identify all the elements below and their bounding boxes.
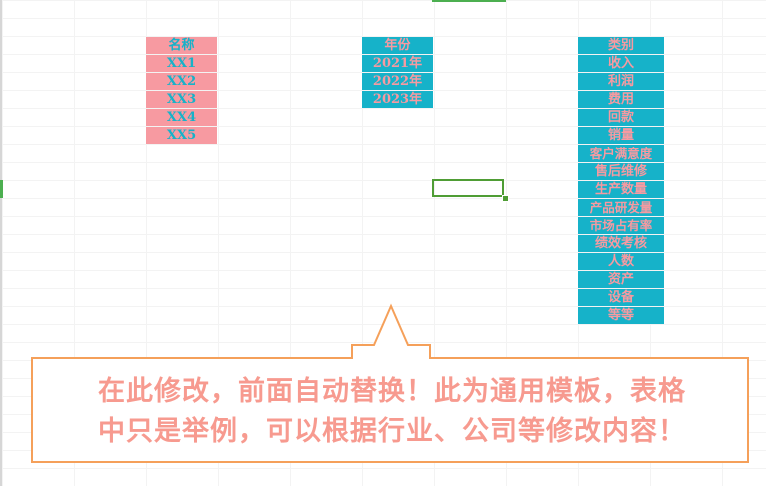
category-cell[interactable]: 生产数量	[578, 181, 664, 198]
name-cell[interactable]: XX5	[146, 127, 217, 144]
name-cell[interactable]: XX2	[146, 73, 217, 90]
year-cell[interactable]: 2022年	[362, 73, 433, 90]
fill-handle[interactable]	[502, 195, 509, 202]
category-cell[interactable]: 产品研发量	[578, 199, 664, 216]
category-cell[interactable]: 等等	[578, 307, 664, 324]
active-column-indicator	[432, 0, 506, 2]
names-column: 名称 XX1 XX2 XX3 XX4 XX5	[146, 37, 217, 145]
categories-header-cell[interactable]: 类别	[578, 37, 664, 54]
callout-note: 在此修改，前面自动替换！此为通用模板，表格 中只是举例，可以根据行业、公司等修改…	[36, 365, 748, 459]
names-header-cell[interactable]: 名称	[146, 37, 217, 54]
name-cell[interactable]: XX4	[146, 109, 217, 126]
category-cell[interactable]: 销量	[578, 127, 664, 144]
category-cell[interactable]: 售后维修	[578, 163, 664, 180]
years-column: 年份 2021年 2022年 2023年	[362, 37, 433, 109]
name-cell[interactable]: XX1	[146, 55, 217, 72]
category-cell[interactable]: 回款	[578, 109, 664, 126]
note-line-1: 在此修改，前面自动替换！此为通用模板，表格	[98, 376, 686, 407]
category-cell[interactable]: 利润	[578, 73, 664, 90]
name-cell[interactable]: XX3	[146, 91, 217, 108]
category-cell[interactable]: 人数	[578, 253, 664, 270]
year-cell[interactable]: 2021年	[362, 55, 433, 72]
category-cell[interactable]: 费用	[578, 91, 664, 108]
selected-cell[interactable]	[432, 179, 504, 197]
active-row-indicator	[0, 180, 3, 198]
year-cell[interactable]: 2023年	[362, 91, 433, 108]
category-cell[interactable]: 市场占有率	[578, 217, 664, 234]
years-header-cell[interactable]: 年份	[362, 37, 433, 54]
categories-column: 类别 收入 利润 费用 回款 销量 客户满意度 售后维修 生产数量 产品研发量 …	[578, 37, 664, 325]
category-cell[interactable]: 客户满意度	[578, 145, 664, 162]
note-line-2: 中只是举例，可以根据行业、公司等修改内容！	[98, 416, 686, 447]
category-cell[interactable]: 收入	[578, 55, 664, 72]
category-cell[interactable]: 资产	[578, 271, 664, 288]
category-cell[interactable]: 设备	[578, 289, 664, 306]
category-cell[interactable]: 绩效考核	[578, 235, 664, 252]
row-header-edge	[0, 0, 2, 486]
